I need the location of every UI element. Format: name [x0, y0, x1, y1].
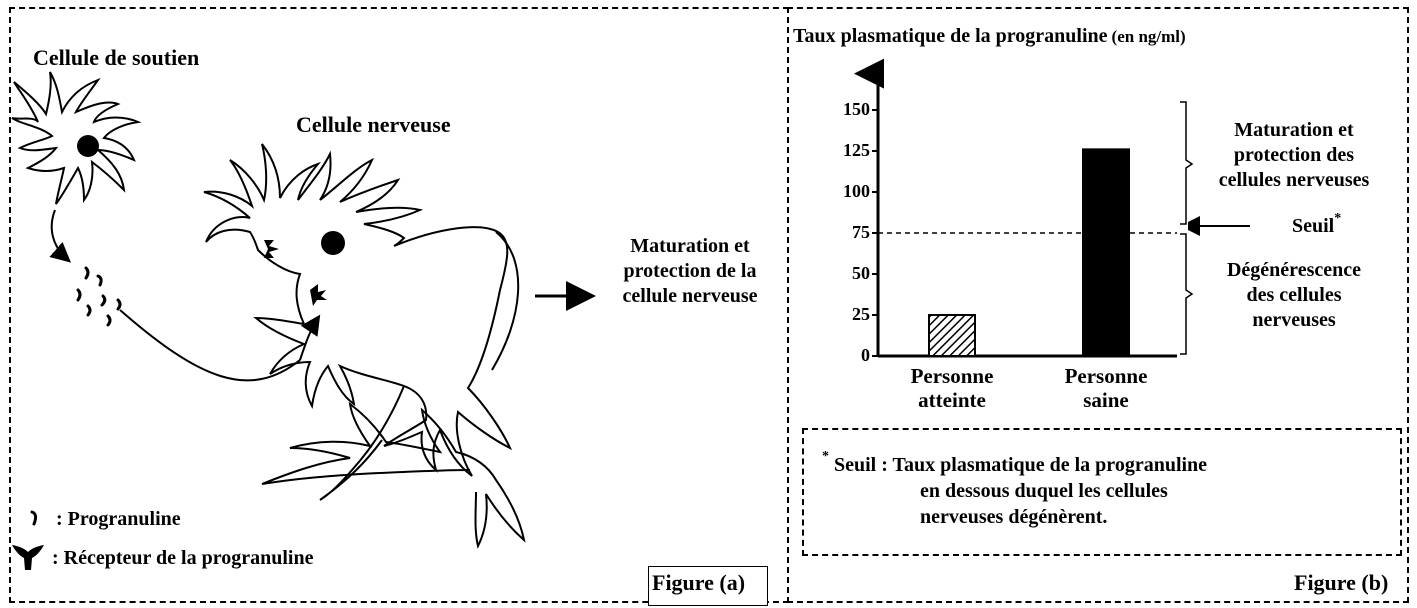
- support-cell-label: Cellule de soutien: [33, 45, 200, 70]
- receptor-legend-text: : Récepteur de la progranuline: [52, 547, 314, 569]
- y-tick-label: 25: [852, 304, 870, 324]
- nerve-cell-label: Cellule nerveuse: [296, 112, 451, 137]
- effect-label: Maturation et protection de la cellule n…: [622, 235, 758, 307]
- support-cell-nucleus: [77, 135, 99, 157]
- support-cell-body: [11, 71, 142, 205]
- cell-illustration: [11, 71, 596, 570]
- figure-a-caption: Figure (a): [652, 570, 746, 595]
- receptor-legend-icon: [12, 545, 44, 570]
- y-tick-label: 150: [843, 99, 870, 119]
- y-tick-label: 0: [861, 345, 870, 365]
- bracket-upper-label: Maturation et protection des cellules ne…: [1218, 119, 1370, 191]
- figure-b-panel: [787, 7, 1409, 603]
- y-axis-title: Taux plasmatique de la progranuline (en …: [793, 25, 1186, 47]
- range-brackets: [1180, 101, 1194, 355]
- footnote-text: * Seuil : Taux plasmatique de la progran…: [822, 449, 1208, 528]
- bar: [1082, 148, 1130, 357]
- y-tick-label: 75: [852, 222, 870, 242]
- threshold-label: Seuil*: [1292, 211, 1342, 237]
- bracket-lower-label: Dégénérescence des cellules nerveuses: [1226, 259, 1361, 331]
- y-tick-label: 100: [843, 181, 870, 201]
- progranulin-legend-icon: [30, 510, 38, 526]
- y-tick-label: 125: [843, 140, 870, 160]
- blank-box: [648, 566, 768, 606]
- threshold-arrow: [1188, 216, 1250, 236]
- figure-b-caption: Figure (b): [1294, 570, 1389, 595]
- bar-chart: [854, 58, 1177, 358]
- bar: [928, 314, 976, 357]
- progranulin-particles: [76, 266, 122, 327]
- receptor-icons: [264, 240, 327, 306]
- progranulin-legend-text: : Progranuline: [56, 508, 181, 530]
- dendrite-tree: [261, 401, 526, 549]
- y-tick-label: 50: [852, 263, 870, 283]
- nerve-cell-body: [203, 143, 513, 477]
- nerve-cell-nucleus: [321, 231, 345, 255]
- footnote-box: [802, 428, 1402, 556]
